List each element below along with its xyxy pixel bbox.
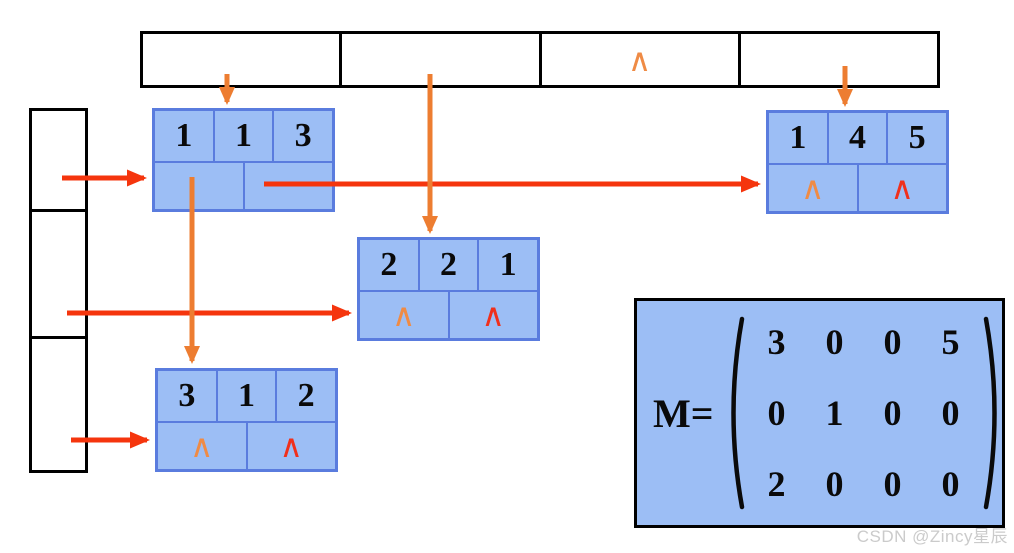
column-header-cell-1 [143, 34, 340, 85]
matrix-cell: 2 [767, 464, 786, 504]
node-value-cell: 2 [277, 371, 335, 421]
triple-node-1-1-3: 1 1 3 [152, 108, 335, 212]
node-right-pointer-cell: ∧ [858, 165, 946, 211]
column-header-array: ∧ [140, 31, 940, 88]
row-header-array [29, 108, 88, 473]
matrix-cell: 0 [825, 322, 844, 362]
right-parenthesis [983, 316, 997, 510]
node-right-pointer-cell: ∧ [247, 423, 335, 469]
matrix-cell: 1 [825, 393, 844, 433]
node-right-pointer-cell [244, 163, 332, 209]
matrix-cell: 0 [767, 393, 786, 433]
matrix-cell: 3 [767, 322, 786, 362]
node-col-cell: 4 [828, 113, 887, 163]
node-down-pointer-cell: ∧ [360, 292, 448, 338]
triple-node-3-1-2: 3 1 2 ∧ ∧ [155, 368, 338, 472]
node-down-pointer-cell [155, 163, 243, 209]
row-header-cell-2 [32, 212, 85, 336]
matrix-cell: 0 [941, 464, 960, 504]
row-header-cell-3 [32, 339, 85, 470]
node-right-pointer-cell: ∧ [449, 292, 537, 338]
matrix-values: 3 0 0 5 0 1 0 0 2 0 0 0 [748, 307, 980, 520]
triple-node-2-2-1: 2 2 1 ∧ ∧ [357, 237, 540, 341]
matrix-box: M= 3 0 0 5 0 1 0 0 2 0 0 0 [634, 298, 1005, 528]
matrix-cell: 0 [883, 464, 902, 504]
column-header-cell-4 [740, 34, 937, 85]
node-down-pointer-cell: ∧ [158, 423, 246, 469]
watermark: CSDN @Zincy星辰 [856, 527, 1008, 546]
matrix-label: M= [653, 390, 714, 436]
matrix-cell: 5 [941, 322, 960, 362]
matrix-cell: 0 [825, 464, 844, 504]
node-down-pointer-cell: ∧ [769, 165, 857, 211]
node-row-cell: 3 [158, 371, 216, 421]
node-value-cell: 5 [888, 113, 946, 163]
matrix-cell: 0 [883, 393, 902, 433]
node-col-cell: 1 [217, 371, 276, 421]
node-col-cell: 2 [419, 240, 478, 290]
row-header-cell-1 [32, 111, 85, 209]
triple-node-1-4-5: 1 4 5 ∧ ∧ [766, 110, 949, 214]
column-header-cell-3-null-symbol: ∧ [541, 34, 738, 85]
node-value-cell: 3 [274, 111, 332, 161]
node-row-cell: 2 [360, 240, 418, 290]
matrix-cell: 0 [883, 322, 902, 362]
column-header-cell-2 [342, 34, 539, 85]
node-col-cell: 1 [214, 111, 273, 161]
left-parenthesis [730, 316, 744, 510]
node-row-cell: 1 [155, 111, 213, 161]
node-value-cell: 1 [479, 240, 537, 290]
node-row-cell: 1 [769, 113, 827, 163]
matrix-cell: 0 [941, 393, 960, 433]
